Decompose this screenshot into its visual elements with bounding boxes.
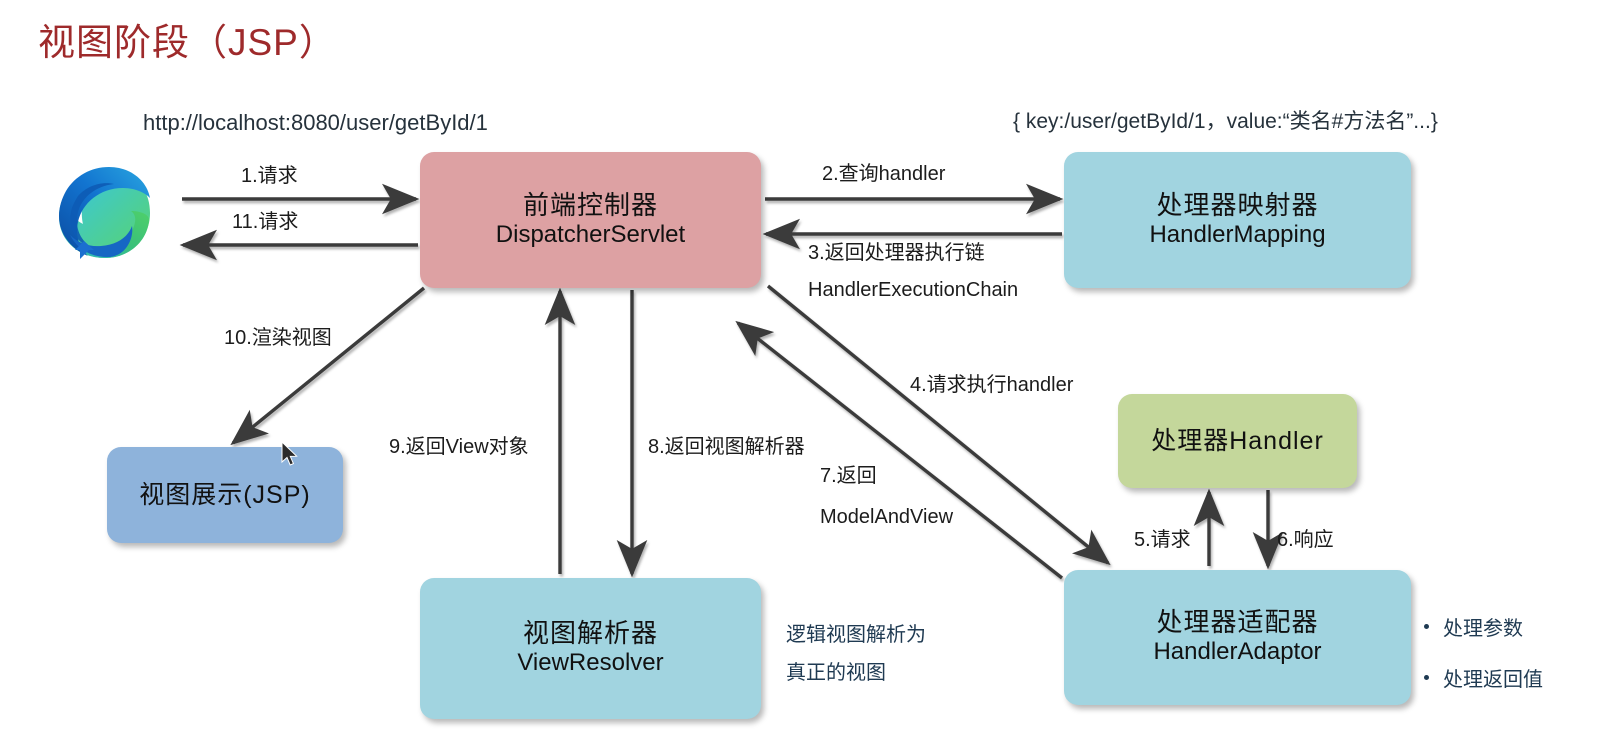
node-dispatcher-servlet-cn: 前端控制器 <box>522 189 658 220</box>
node-view-resolver[interactable]: 视图解析器 ViewResolver <box>420 578 761 719</box>
edge-label-8: 8.返回视图解析器 <box>648 436 805 458</box>
node-dispatcher-servlet-en: DispatcherServlet <box>495 220 686 248</box>
view-resolver-note-line1: 逻辑视图解析为 <box>786 624 926 646</box>
list-item: 处理参数 <box>1424 612 1543 641</box>
node-view-display[interactable]: 视图展示(JSP) <box>107 447 343 543</box>
bullet-label: 处理返回值 <box>1443 669 1543 691</box>
bullet-dot-icon <box>1424 675 1429 680</box>
page-title: 视图阶段（JSP） <box>38 22 337 63</box>
bullet-dot-icon <box>1424 624 1429 629</box>
edge-label-5: 5.请求 <box>1134 529 1191 551</box>
handler-mapping-entry-annotation: { key:/user/getById/1，value:“类名#方法名”...} <box>1013 110 1438 133</box>
edge-label-3-line2: HandlerExecutionChain <box>808 279 1019 301</box>
edge-label-4: 4.请求执行handler <box>910 374 1074 396</box>
view-resolver-note-line2: 真正的视图 <box>786 662 886 684</box>
node-handler[interactable]: 处理器Handler <box>1118 394 1357 488</box>
edge-browser-icon[interactable] <box>50 157 162 269</box>
edge-label-7-line2: ModelAndView <box>820 506 954 528</box>
node-handler-adaptor[interactable]: 处理器适配器 HandlerAdaptor <box>1064 570 1411 705</box>
node-handler-mapping-cn: 处理器映射器 <box>1156 189 1319 220</box>
node-handler-adaptor-cn: 处理器适配器 <box>1156 607 1319 638</box>
edge-label-11: 11.请求 <box>232 211 299 233</box>
view-resolver-note: 逻辑视图解析为 真正的视图 <box>786 616 926 692</box>
edge-label-7-line1: 7.返回 <box>820 465 877 487</box>
request-url-annotation: http://localhost:8080/user/getById/1 <box>143 110 488 135</box>
arrow-10-render-view <box>230 286 426 446</box>
edge-label-3-line1: 3.返回处理器执行链 <box>808 242 985 264</box>
node-view-resolver-cn: 视图解析器 <box>522 618 658 649</box>
edge-label-9: 9.返回View对象 <box>389 436 529 458</box>
node-handler-cn: 处理器Handler <box>1151 426 1324 455</box>
edge-label-6: 6.响应 <box>1277 529 1334 551</box>
bullet-label: 处理参数 <box>1443 618 1523 640</box>
node-handler-mapping-en: HandlerMapping <box>1149 220 1326 248</box>
list-item: 处理返回值 <box>1424 663 1543 692</box>
edge-label-2: 2.查询handler <box>822 163 946 185</box>
edge-label-1: 1.请求 <box>241 165 298 187</box>
node-view-resolver-en: ViewResolver <box>517 649 664 677</box>
node-dispatcher-servlet[interactable]: 前端控制器 DispatcherServlet <box>420 152 761 288</box>
node-view-display-cn: 视图展示(JSP) <box>139 480 311 509</box>
node-handler-mapping[interactable]: 处理器映射器 HandlerMapping <box>1064 152 1411 288</box>
node-handler-adaptor-en: HandlerAdaptor <box>1153 638 1322 666</box>
edge-label-10: 10.渲染视图 <box>224 327 332 349</box>
mouse-cursor-icon <box>281 440 299 472</box>
handler-adaptor-bullet-list: 处理参数 处理返回值 <box>1424 612 1543 714</box>
